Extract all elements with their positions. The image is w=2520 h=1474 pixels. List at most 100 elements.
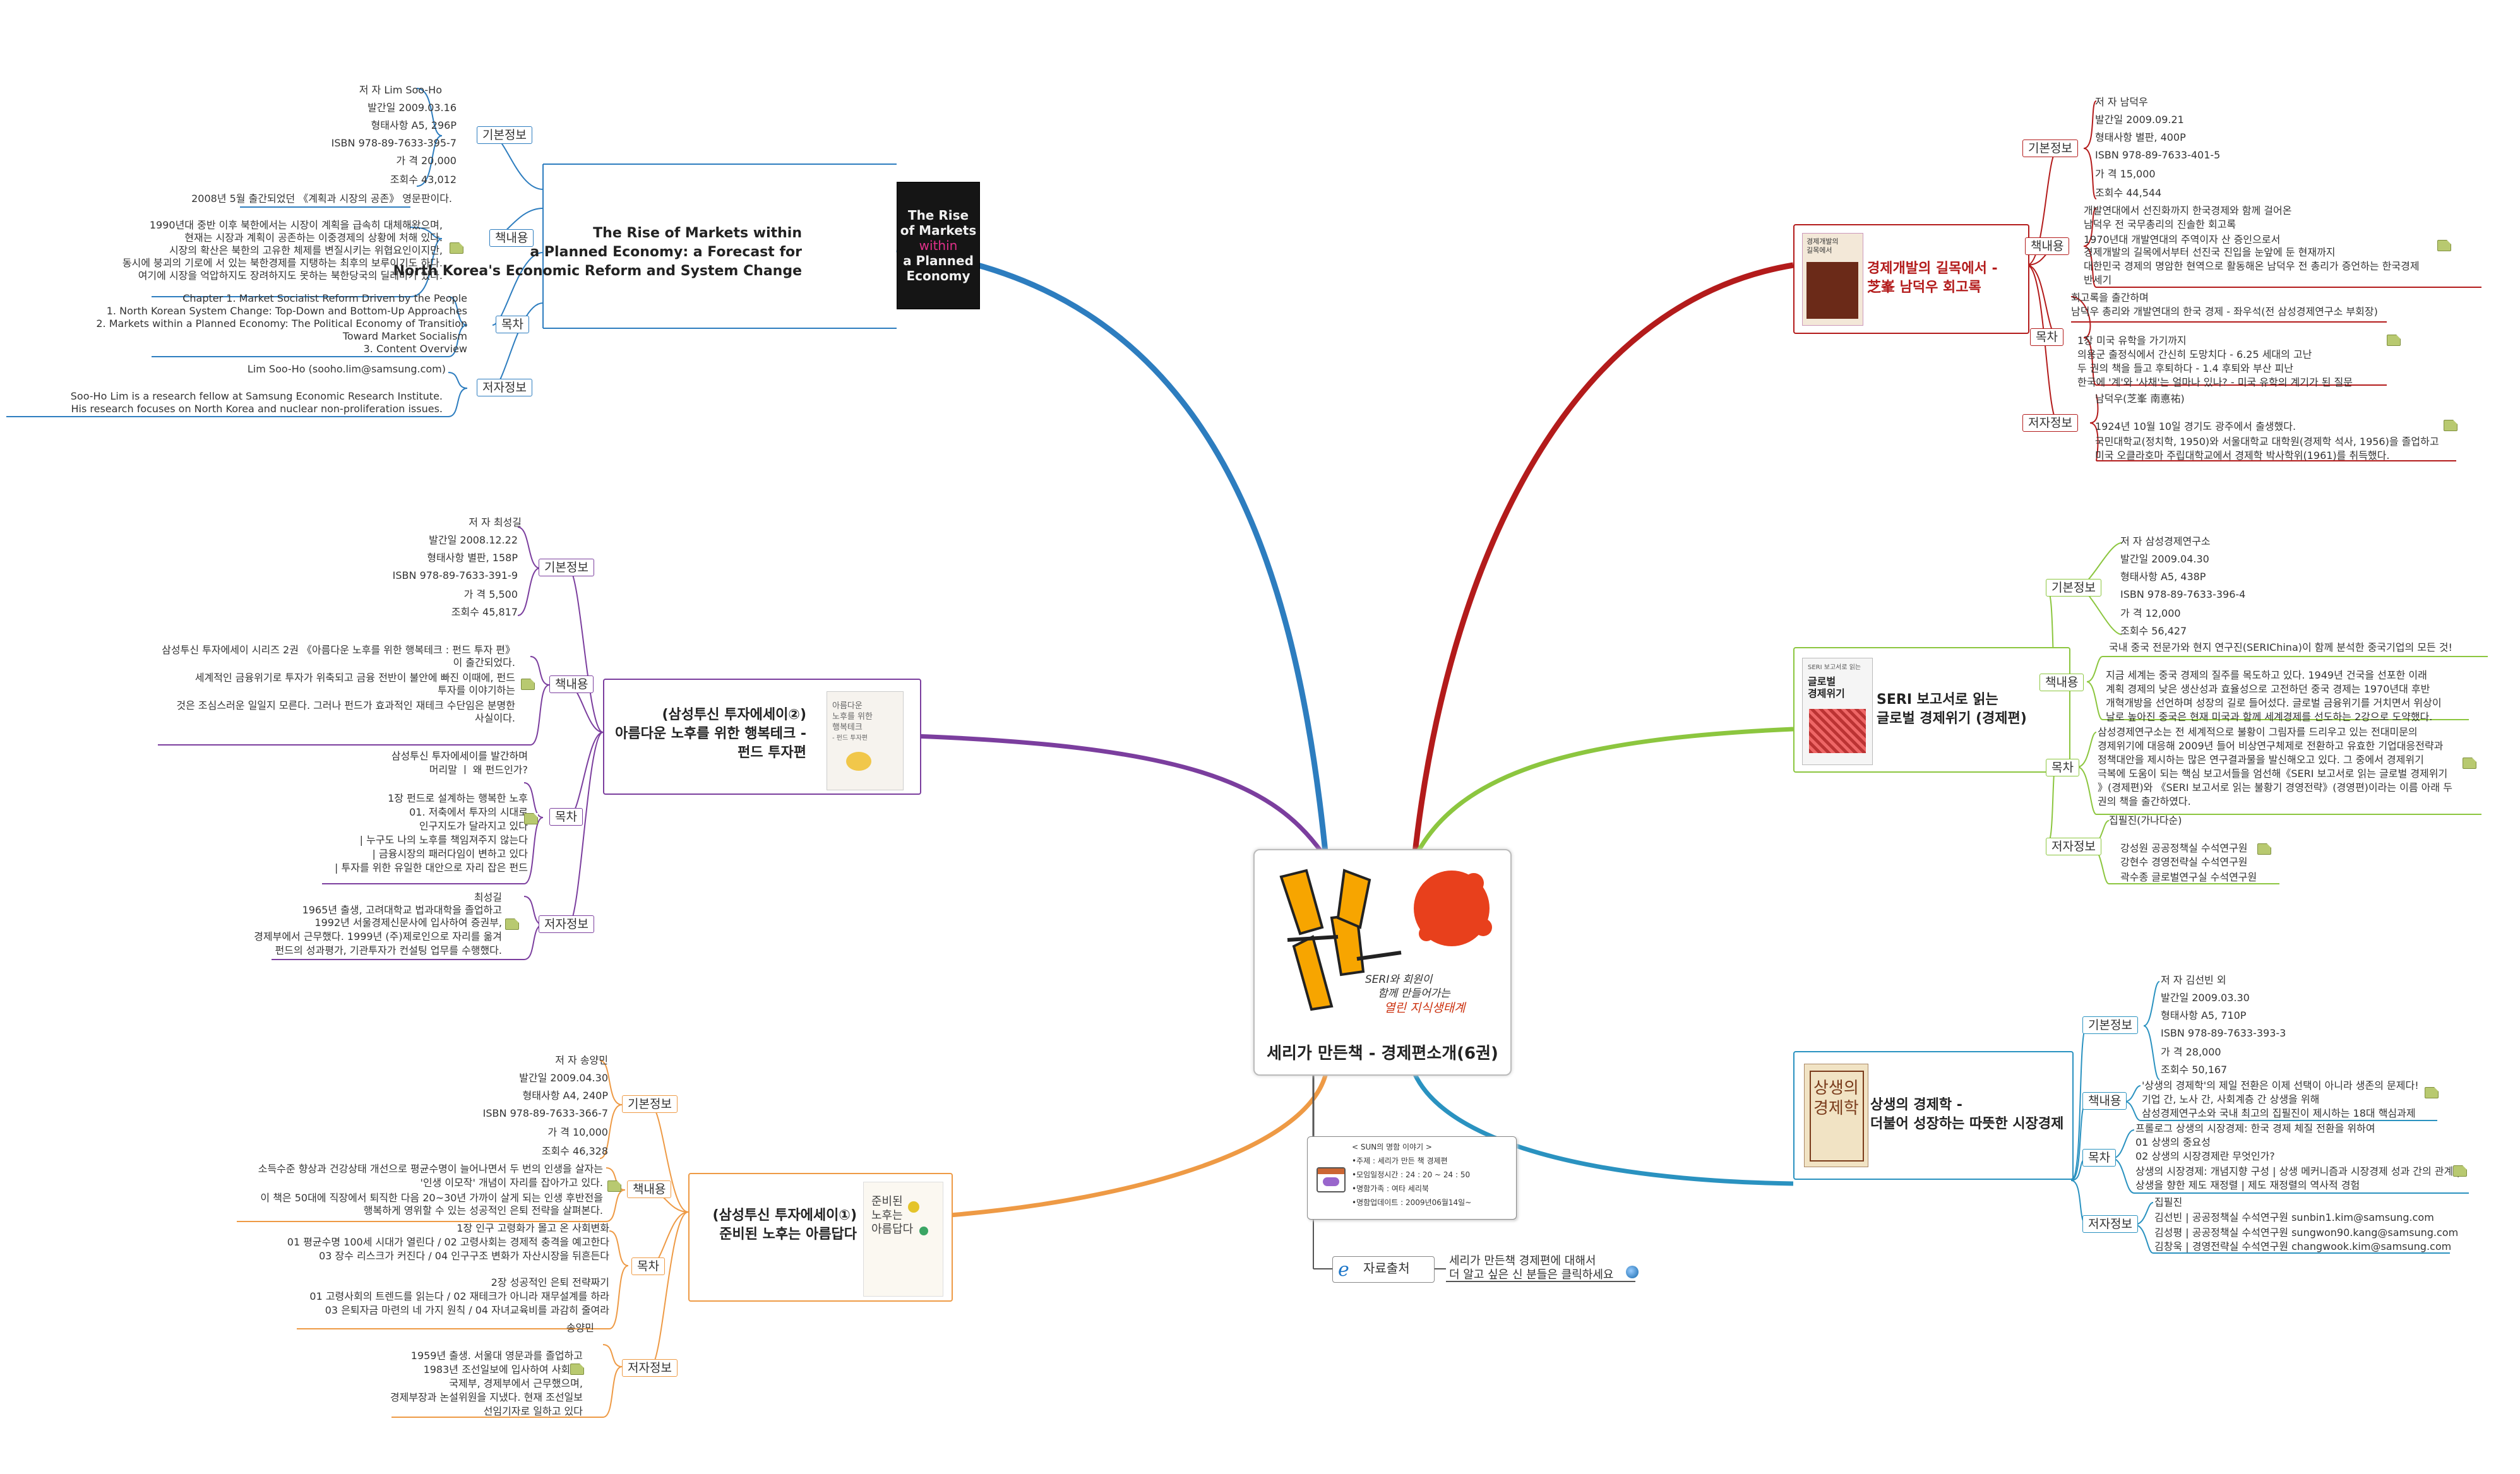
book4-author[interactable]: 저자정보	[2022, 414, 2078, 432]
book3-author-1: 1959년 출생. 서울대 영문과를 졸업하고	[410, 1350, 583, 1362]
book4-author-2: 국민대학교(정치학, 1950)와 서울대학교 대학원(경제학 석사, 1956…	[2095, 436, 2439, 448]
book2-basic-info[interactable]: 기본정보	[539, 559, 594, 576]
book2-author[interactable]: 저자정보	[539, 915, 594, 933]
book4-author-note-icon[interactable]	[2444, 420, 2457, 431]
book3-toc[interactable]: 목차	[631, 1257, 665, 1275]
book1-basic-info[interactable]: 기본정보	[477, 126, 532, 144]
book1-toc-1: Chapter 1. Market Socialist Reform Drive…	[182, 292, 467, 304]
book5-content[interactable]: 책내용	[2039, 674, 2084, 691]
book5-author-1: 강성원 공공정책실 수석연구원	[2120, 842, 2248, 854]
book3-content[interactable]: 책내용	[627, 1180, 672, 1198]
book2-toc-4: | 누구도 나의 노후를 책임져주지 않는다	[359, 834, 528, 846]
book4-toc-4: 의용군 출정식에서 간신히 도망치다 - 6.25 세대의 고난	[2077, 348, 2312, 360]
book4-info-views: 조회수 44,544	[2095, 187, 2162, 199]
book4-content-note-icon[interactable]	[2437, 240, 2451, 251]
book5-toc-note-icon[interactable]	[2463, 758, 2476, 769]
book5-topic[interactable]: SERI 보고서로 읽는 글로벌 경제위기 SERI 보고서로 읽는 글로벌 경…	[1793, 647, 2070, 773]
book1-author[interactable]: 저자정보	[477, 379, 532, 396]
book6-author-1: 김선빈 | 공공정책실 수석연구원 sunbin1.kim@samsung.co…	[2154, 1211, 2434, 1223]
book3-info-date: 발간일 2009.04.30	[519, 1072, 608, 1084]
book2-info-isbn: ISBN 978-89-7633-391-9	[392, 569, 518, 581]
info-bubble[interactable]: < SUN의 명함 이야기 > •주제 : 세리가 만든 책 경제편 •모임일정…	[1307, 1136, 1517, 1220]
book4-content-2: 남덕우 전 국무총리의 진솔한 회고록	[2084, 218, 2236, 230]
book2-author-3: 경제부에서 근무했다. 1999년 (주)제로인으로 자리를 옮겨	[254, 930, 502, 942]
book2-topic[interactable]: (삼성투신 투자에세이②) 아름다운 노후를 위한 행복테크 - 펀드 투자편 …	[603, 679, 921, 795]
book2-toc-note-icon[interactable]	[524, 813, 538, 824]
book2-content-note-icon[interactable]	[521, 679, 535, 690]
book3-author[interactable]: 저자정보	[622, 1359, 678, 1377]
book5-cover: SERI 보고서로 읽는 글로벌 경제위기	[1802, 658, 1873, 765]
book6-content[interactable]: 책내용	[2082, 1092, 2127, 1110]
book2-content-3: 세계적인 금융위기로 투자가 위축되고 금융 전반이 불안에 빠진 이때에, 펀…	[194, 672, 515, 684]
book5-basic-info[interactable]: 기본정보	[2046, 579, 2101, 597]
book2-toc[interactable]: 목차	[549, 808, 583, 826]
book2-content[interactable]: 책내용	[549, 675, 594, 693]
book4-toc[interactable]: 목차	[2030, 328, 2063, 346]
book5-title-2: 글로벌 경제위기 (경제편)	[1877, 711, 2027, 727]
book2-content-1: 삼성투신 투자에세이 시리즈 2권 《아름다운 노후를 위한 행복테크 : 펀드…	[162, 644, 515, 656]
book3-author-2: 1983년 조선일보에 입사하여 사회부,	[423, 1364, 583, 1376]
book4-info-date: 발간일 2009.09.21	[2095, 114, 2184, 126]
book1-toc-5: 3. Content Overview	[363, 343, 467, 355]
central-topic[interactable]: SERI와 회원이 함께 만들어가는 열린 지식생태계 세리가 만든책 - 경제…	[1253, 849, 1512, 1076]
book1-content-4: 동시에 붕괴의 기로에 서 있는 북한경제를 지탱하는 최후의 보루이기도 하다…	[122, 257, 443, 269]
book4-content-3: 1970년대 개발연대의 주역이자 산 증인으로서	[2084, 234, 2281, 246]
book5-author-note-icon[interactable]	[2257, 843, 2271, 855]
book2-author-1: 1965년 출생, 고려대학교 법과대학을 졸업하고	[302, 904, 502, 916]
book6-info-isbn: ISBN 978-89-7633-393-3	[2161, 1027, 2286, 1039]
book5-title-1: SERI 보고서로 읽는	[1877, 692, 1998, 708]
book6-toc-2: 01 상생의 중요성	[2135, 1136, 2211, 1148]
book4-content-6: 반세기	[2084, 274, 2112, 286]
book6-toc-1: 프롤로그 상생의 시장경제: 한국 경제 체질 전환을 위하여	[2135, 1122, 2375, 1134]
book6-toc[interactable]: 목차	[2082, 1149, 2116, 1167]
book2-toc-5: | 금융시장의 패러다임이 변하고 있다	[372, 848, 528, 860]
book6-author[interactable]: 저자정보	[2082, 1215, 2138, 1233]
source-text-2: 더 알고 싶은 신 분들은 클릭하세요	[1449, 1268, 1614, 1281]
book6-basic-info[interactable]: 기본정보	[2082, 1016, 2138, 1034]
book1-content-note-icon[interactable]	[450, 242, 463, 254]
book6-title-1: 상생의 경제학 -	[1870, 1097, 1962, 1113]
book5-info-format: 형태사항 A5, 438P	[2120, 571, 2206, 583]
book5-author[interactable]: 저자정보	[2046, 838, 2101, 855]
book1-topic[interactable]: The Rise of Markets within a Planned Eco…	[393, 164, 980, 328]
book3-toc-4: 2장 성공적인 은퇴 전략짜기	[491, 1276, 609, 1288]
book5-toc-1: 삼성경제연구소는 전 세계적으로 불황이 그림자를 드리우고 있는 전대미문의	[2098, 726, 2418, 738]
book3-author-4: 경제부장과 논설위원을 지냈다. 현재 조선일보	[390, 1391, 583, 1403]
book4-toc-1: 회고록을 출간하며	[2071, 292, 2149, 304]
book6-content-note-icon[interactable]	[2425, 1087, 2439, 1098]
book4-content-4: 경제개발의 길목에서부터 선진국 진입을 눈앞에 둔 현재까지	[2084, 246, 2336, 258]
book1-content[interactable]: 책내용	[489, 229, 534, 247]
book5-author-0: 집필진(가나다순)	[2109, 814, 2182, 826]
book3-basic-info[interactable]: 기본정보	[622, 1095, 678, 1113]
source-link[interactable]: e 자료출처	[1332, 1256, 1435, 1283]
book3-author-0: 송양민	[566, 1322, 594, 1334]
book2-content-6: 사실이다.	[475, 712, 515, 724]
book4-toc-6: 한국에 '계'와 '사채'는 얼마나 있나? - 미국 유학의 계기가 된 질문	[2077, 376, 2353, 388]
book3-author-note-icon[interactable]	[570, 1364, 584, 1375]
book5-toc-3: 정책대안을 제시하는 많은 연구결과물을 발신해오고 있다. 그 중에서 경제위…	[2098, 754, 2424, 766]
book1-toc[interactable]: 목차	[496, 316, 529, 333]
book1-toc-2: 1. North Korean System Change: Top-Down …	[106, 305, 467, 317]
book6-toc-note-icon[interactable]	[2453, 1165, 2467, 1177]
book4-toc-5: 두 권의 책을 들고 후퇴하다 - 1.4 후퇴와 부산 피난	[2077, 362, 2293, 374]
book5-toc[interactable]: 목차	[2046, 759, 2079, 776]
book4-author-1: 1924년 10월 10일 경기도 광주에서 출생했다.	[2095, 420, 2296, 432]
slogan-line-2: 함께 만들어가는	[1378, 987, 1450, 1000]
book5-info-views: 조회수 56,427	[2120, 625, 2187, 637]
book3-content-2: '인생 이모작' 개념이 자리를 잡아가고 있다.	[420, 1177, 603, 1189]
book3-content-note-icon[interactable]	[607, 1180, 621, 1192]
book1-content-3: 시장의 확산은 북한의 고유한 체제를 변질시키는 위협요인이지만,	[169, 244, 443, 256]
book2-toc-3: 인구지도가 달라지고 있다	[419, 820, 528, 832]
book4-toc-note-icon[interactable]	[2387, 335, 2401, 346]
book2-author-note-icon[interactable]	[505, 918, 519, 930]
book1-title-2: a Planned Economy: a Forecast for	[530, 244, 802, 260]
book4-content-1: 개발연대에서 선진화까지 한국경제와 함께 걸어온	[2084, 205, 2292, 217]
book4-content[interactable]: 책내용	[2025, 237, 2070, 255]
source-label: 자료출처	[1363, 1261, 1410, 1276]
book4-basic-info[interactable]: 기본정보	[2022, 140, 2078, 157]
book3-toc-3: 03 장수 리스크가 커진다 / 04 인구구조 변화가 자산시장을 뒤흔든다	[319, 1250, 609, 1262]
